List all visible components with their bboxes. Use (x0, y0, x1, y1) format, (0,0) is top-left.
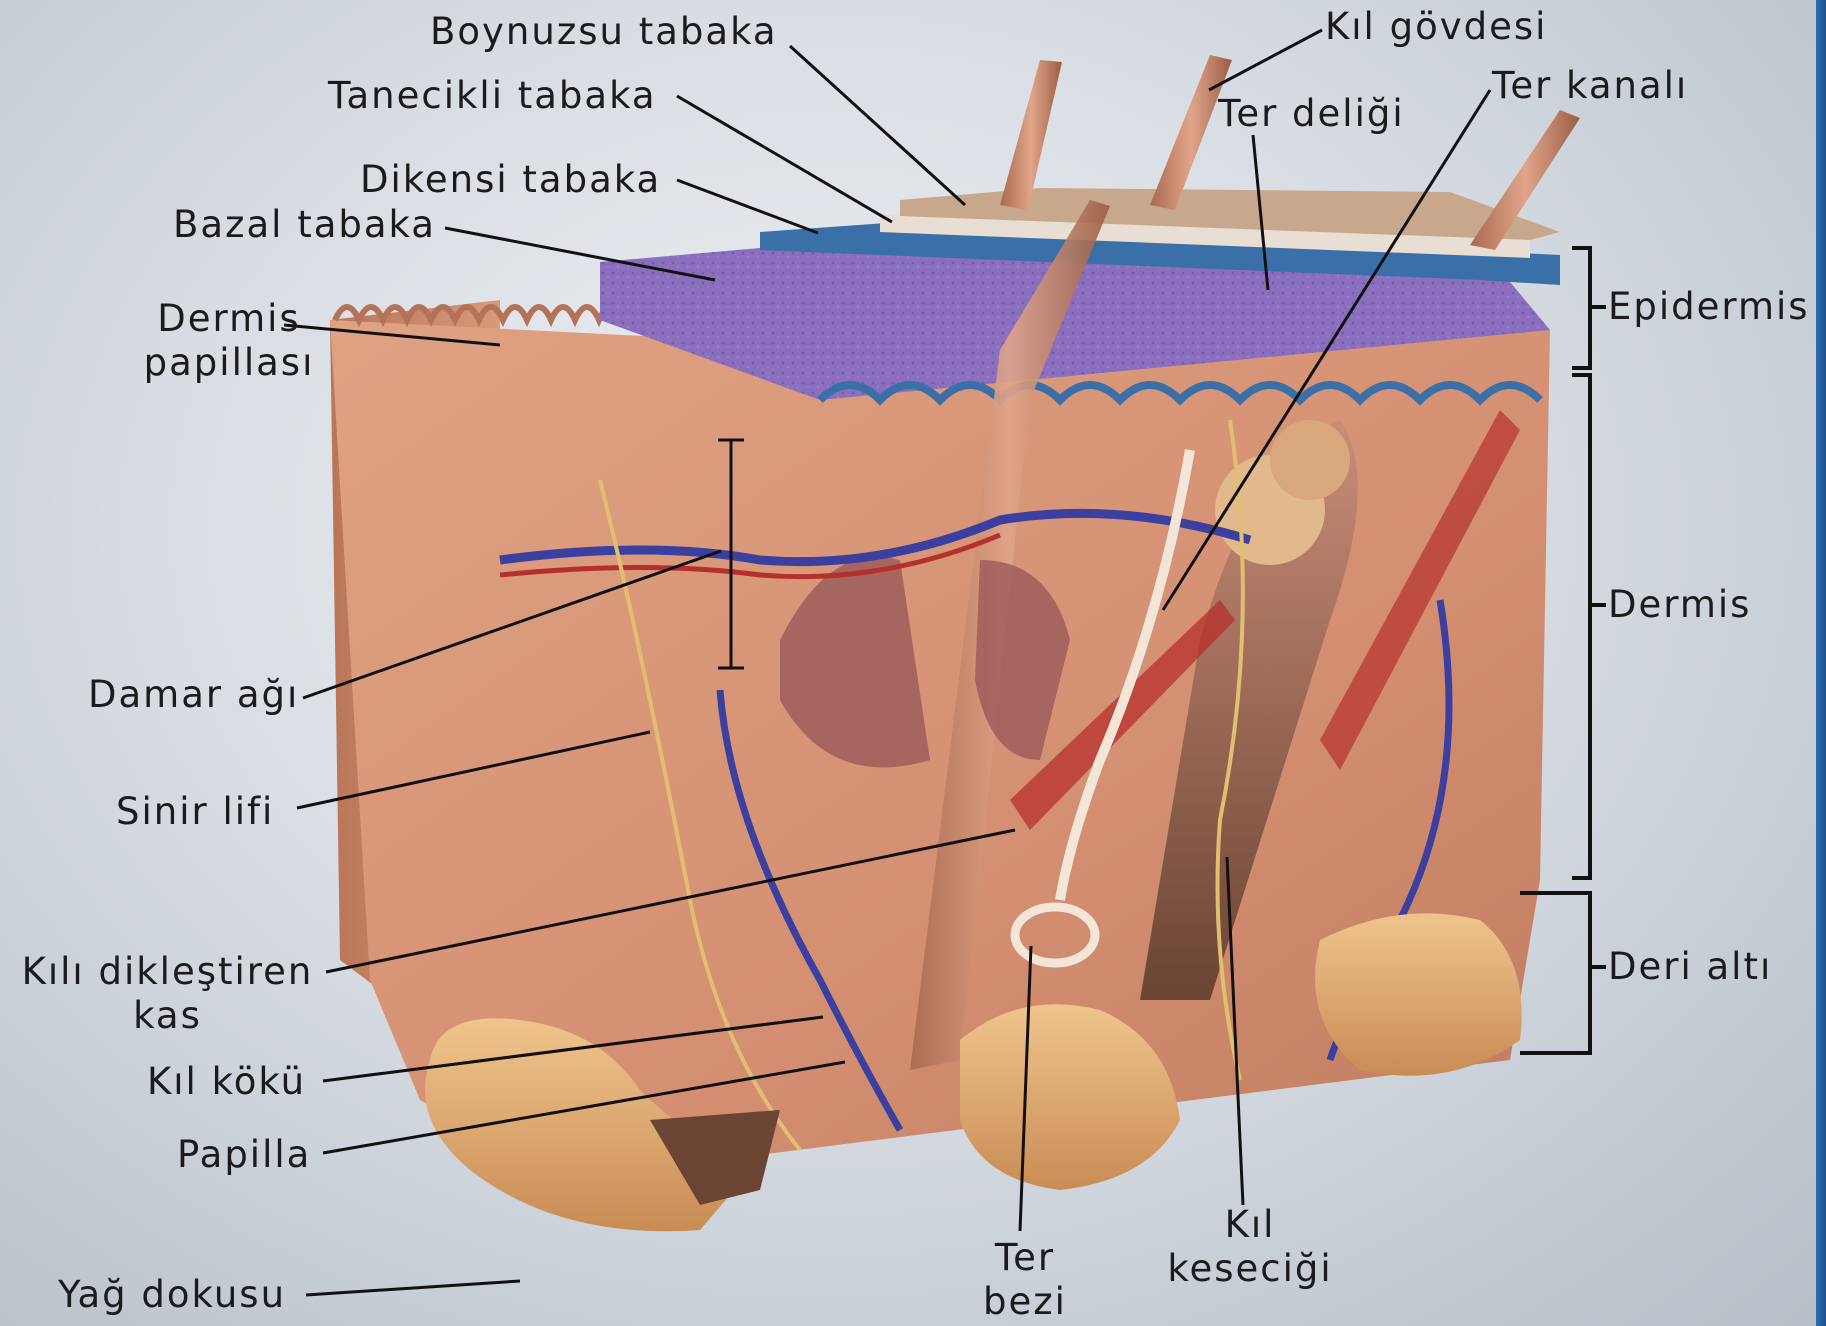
label-deri-alti: Deri altı (1608, 945, 1772, 989)
label-boynuzsu-tabaka: Boynuzsu tabaka (430, 10, 778, 54)
label-kili-diklestiren-line1: Kılı dikleştiren (10, 950, 325, 994)
label-ter-deligi: Ter deliği (1218, 92, 1405, 136)
sebaceous-gland-2 (1270, 420, 1350, 500)
label-dermis-papillasi: Dermis papillası (134, 297, 324, 385)
label-kili-diklestiren-kas: Kılı dikleştiren kas (10, 950, 325, 1038)
label-ter-bezi-line1: Ter (960, 1236, 1090, 1280)
label-kil-kesecigi-line2: keseciği (1160, 1247, 1340, 1291)
leader-bazal (445, 228, 715, 280)
leader-boynuzsu (790, 46, 965, 205)
label-kili-diklestiren-line2: kas (10, 994, 325, 1038)
label-tanecikli-tabaka: Tanecikli tabaka (328, 74, 657, 118)
label-ter-bezi-line2: bezi (960, 1280, 1090, 1324)
window-edge (1816, 0, 1826, 1326)
leader-dikensi (677, 180, 818, 233)
label-sinir-lifi: Sinir lifi (116, 790, 274, 834)
leader-tanecikli (677, 96, 892, 222)
epidermis-bracket (1572, 248, 1590, 368)
label-dermis-papillasi-line2: papillası (134, 341, 324, 385)
hair-shaft-1 (1000, 60, 1062, 210)
label-ter-kanali: Ter kanalı (1492, 64, 1688, 108)
leader-yag-dokusu (306, 1281, 520, 1295)
label-papilla: Papilla (177, 1133, 311, 1177)
label-bazal-tabaka: Bazal tabaka (173, 203, 436, 247)
label-ter-bezi: Ter bezi (960, 1236, 1090, 1324)
label-kil-kesecigi-line1: Kıl (1160, 1203, 1340, 1247)
label-dermis-papillasi-line1: Dermis (134, 297, 324, 341)
dermis-bracket (1572, 375, 1590, 878)
label-damar-agi: Damar ağı (88, 673, 299, 717)
fat-lobule-3 (1315, 913, 1522, 1075)
label-epidermis: Epidermis (1608, 285, 1810, 329)
label-dermis: Dermis (1608, 583, 1751, 627)
label-kil-govdesi: Kıl gövdesi (1325, 5, 1547, 49)
label-kil-koku: Kıl kökü (147, 1060, 306, 1104)
label-yag-dokusu: Yağ dokusu (58, 1273, 286, 1317)
label-dikensi-tabaka: Dikensi tabaka (360, 158, 661, 202)
label-kil-kesecigi: Kıl keseciği (1160, 1203, 1340, 1291)
